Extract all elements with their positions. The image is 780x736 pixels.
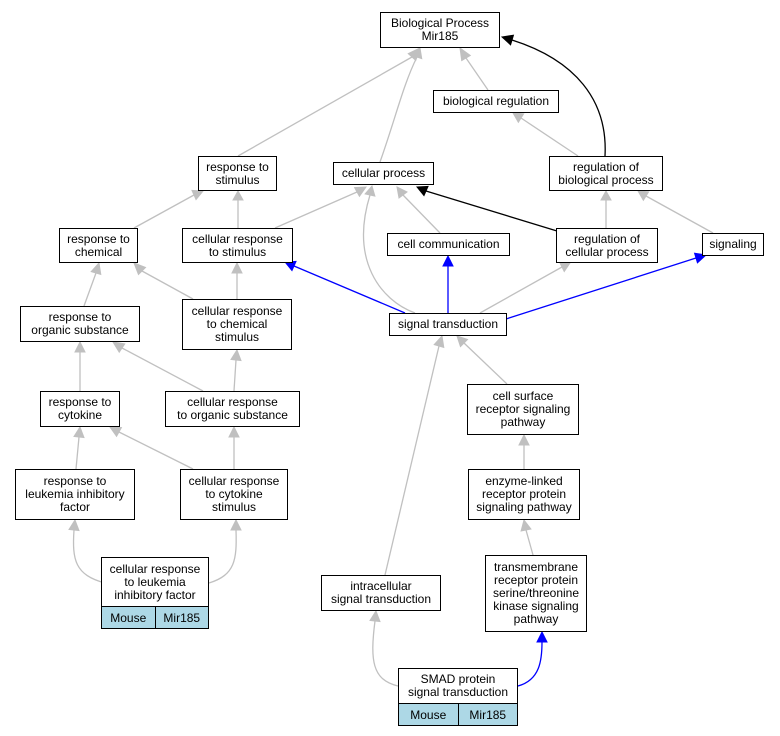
edge-is-a (83, 272, 97, 307)
edge-arrowhead (369, 609, 381, 623)
annotation-tags: Mouse Mir185 (398, 704, 518, 726)
edge-arrowhead (500, 34, 515, 46)
node-cell-surface-receptor-signaling-pathway[interactable]: cell surface receptor signaling pathway (467, 384, 579, 435)
node-transmembrane-receptor-protein-serine-threonine-kinase-signaling-pathway[interactable]: transmembrane receptor protein serine/th… (485, 555, 587, 632)
species-tag: Mouse (410, 707, 447, 722)
node-cellular-response-to-organic-substance[interactable]: cellular response to organic substance (165, 391, 300, 427)
edge-arrowhead (411, 46, 423, 60)
node-cellular-process[interactable]: cellular process (333, 162, 434, 185)
node-signaling[interactable]: signaling (702, 233, 764, 256)
edge-is-a (525, 529, 534, 556)
edge-arrowhead (518, 433, 530, 446)
annotation-tags: Mouse Mir185 (101, 607, 209, 629)
edge-arrowhead (396, 186, 408, 199)
edge-arrowhead (191, 189, 205, 201)
node-biological-process[interactable]: Biological Process Mir185 (380, 12, 500, 48)
edge-arrowhead (520, 518, 532, 532)
species-tag: Mouse (110, 610, 147, 625)
node-biological-regulation[interactable]: biological regulation (433, 90, 559, 113)
edge-arrowhead (536, 630, 548, 643)
node-regulation-of-cellular-process[interactable]: regulation of cellular process (556, 228, 658, 263)
node-enzyme-linked-receptor-protein-signaling-pathway[interactable]: enzyme-linked receptor protein signaling… (468, 469, 580, 520)
edge-is-a (141, 270, 194, 300)
node-response-to-leukemia-inhibitory-factor[interactable]: response to leukemia inhibitory factor (15, 469, 135, 520)
node-response-to-cytokine[interactable]: response to cytokine (40, 391, 120, 427)
edge-is-a (465, 57, 489, 91)
node-regulation-of-biological-process[interactable]: regulation of biological process (549, 156, 663, 191)
node-cellular-response-to-chemical-stimulus[interactable]: cellular response to chemical stimulus (182, 299, 292, 350)
edge-arrowhead (459, 46, 472, 62)
edge-is-a (208, 529, 237, 584)
edge-arrowhead (637, 190, 650, 202)
edge-arrowhead (74, 340, 86, 353)
edge-arrowhead (230, 348, 242, 362)
node-cellular-response-to-cytokine-stimulus[interactable]: cellular response to cytokine stimulus (180, 469, 288, 520)
gene-tag: Mir185 (154, 607, 209, 628)
gene-tag: Mir185 (457, 704, 518, 725)
node-response-to-stimulus[interactable]: response to stimulus (198, 156, 277, 191)
edge-is-a (384, 345, 440, 576)
node-cellular-response-to-leukemia-inhibitory-factor[interactable]: cellular response to leukemia inhibitory… (101, 557, 209, 607)
edge-arrowhead (415, 185, 429, 197)
node-smad-protein-signal-transduction[interactable]: SMAD protein signal transduction (398, 668, 518, 704)
edge-arrowhead (364, 184, 376, 197)
node-signal-transduction[interactable]: signal transduction (389, 313, 507, 336)
edge-regulates (425, 190, 558, 232)
edge-is-a (72, 529, 106, 584)
edge-arrowhead (442, 254, 454, 267)
edge-part-of (517, 641, 543, 687)
edge-arrowhead (512, 112, 525, 124)
edge-part-of (505, 257, 697, 320)
edge-arrowhead (133, 262, 147, 276)
edge-is-a (237, 56, 413, 157)
node-response-to-chemical[interactable]: response to chemical (59, 228, 138, 263)
node-response-to-organic-substance[interactable]: response to organic substance (20, 306, 140, 342)
edge-arrowhead (231, 261, 243, 274)
edge-is-a (362, 194, 416, 314)
edge-arrowhead (433, 334, 445, 349)
edge-is-a (75, 436, 80, 470)
edge-arrowhead (73, 425, 85, 439)
edge-is-a (118, 431, 194, 470)
edge-is-a (379, 56, 418, 163)
node-intracellular-signal-transduction[interactable]: intracellular signal transduction (321, 575, 441, 611)
edge-arrowhead (353, 186, 368, 198)
edge-is-a (274, 191, 358, 229)
edge-regulates (511, 39, 606, 157)
edge-arrowhead (456, 335, 469, 348)
edge-is-a (463, 342, 508, 385)
edge-is-a (645, 195, 714, 234)
edge-arrowhead (112, 341, 126, 354)
edge-is-a (479, 266, 563, 314)
edge-arrowhead (108, 426, 123, 438)
edge-is-a (233, 359, 237, 392)
edge-part-of (293, 265, 406, 314)
edge-is-a (520, 117, 579, 157)
edge-arrowhead (232, 189, 244, 201)
edge-arrowhead (600, 189, 612, 201)
edge-is-a (402, 194, 441, 234)
edge-is-a (372, 620, 399, 687)
edge-is-a (121, 347, 204, 392)
node-cellular-response-to-stimulus[interactable]: cellular response to stimulus (182, 228, 293, 263)
node-cell-communication[interactable]: cell communication (387, 233, 510, 256)
edge-arrowhead (228, 425, 240, 438)
edge-arrowhead (68, 518, 80, 532)
edge-arrowhead (230, 518, 242, 531)
edge-arrowhead (90, 261, 102, 276)
edge-is-a (133, 194, 195, 229)
